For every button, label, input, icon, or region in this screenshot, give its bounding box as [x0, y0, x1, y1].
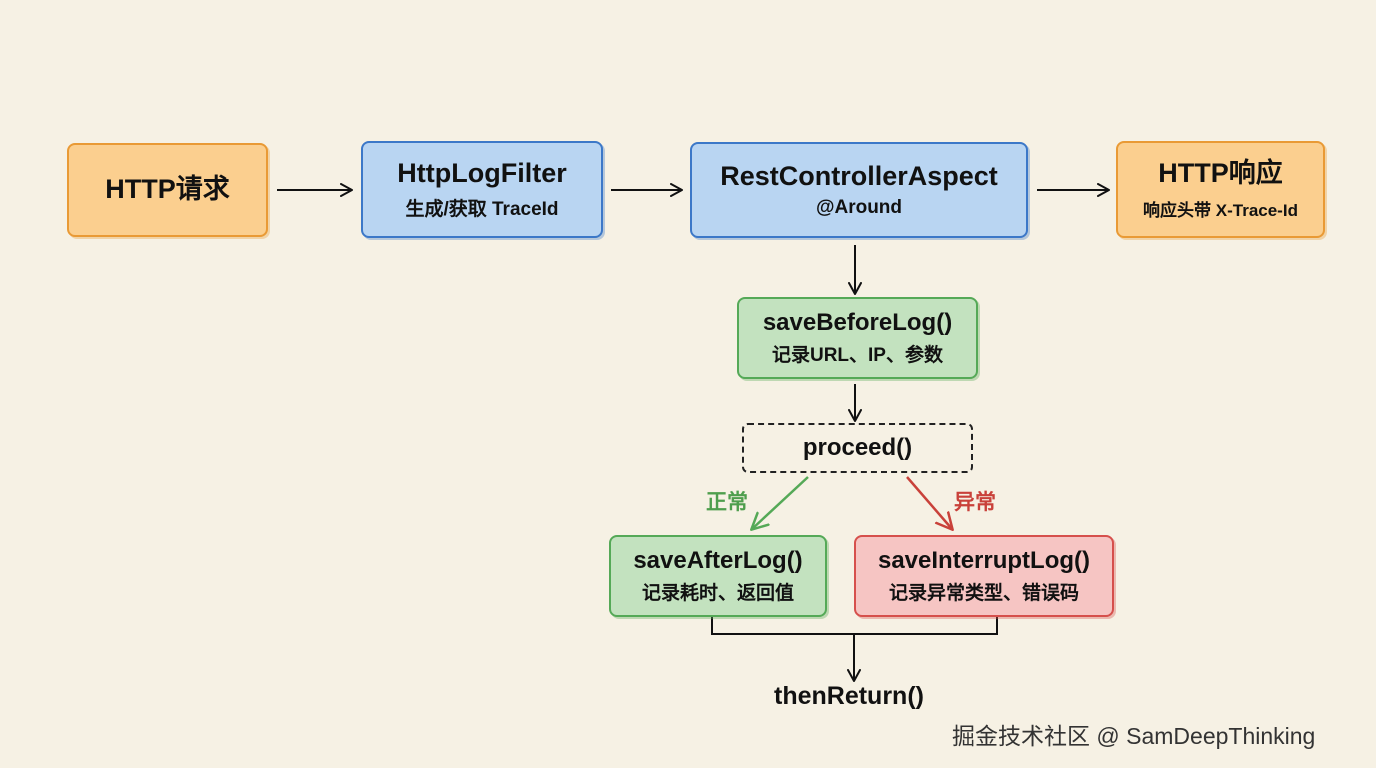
save-interrupt-log-title: saveInterruptLog(): [877, 546, 1090, 574]
rest-controller-aspect-subtitle: @Around: [815, 196, 903, 218]
http-request-node: HTTP请求: [67, 143, 268, 237]
normal-branch-label: 正常: [706, 491, 748, 514]
http-request-title: HTTP请求: [105, 174, 230, 205]
merge-bracket: [711, 617, 998, 635]
save-interrupt-log-subtitle: 记录异常类型、错误码: [888, 583, 1079, 605]
watermark: 掘金技术社区 @ SamDeepThinking: [952, 723, 1316, 749]
rest-controller-aspect-title: RestControllerAspect: [720, 161, 998, 192]
http-response-title: HTTP响应: [1158, 158, 1283, 189]
save-before-log-subtitle: 记录URL、IP、参数: [771, 345, 943, 367]
proceed-title: proceed(): [802, 434, 913, 462]
save-before-log-node: saveBeforeLog() 记录URL、IP、参数: [737, 297, 978, 379]
http-log-filter-subtitle: 生成/获取 TraceId: [405, 198, 559, 220]
http-response-node: HTTP响应 响应头带 X-Trace-Id: [1116, 141, 1325, 238]
save-interrupt-log-node: saveInterruptLog() 记录异常类型、错误码: [854, 535, 1114, 617]
save-after-log-title: saveAfterLog(): [633, 546, 803, 574]
proceed-node: proceed(): [742, 423, 973, 473]
arrow-proceed-to-after-log: [752, 476, 809, 529]
http-log-filter-title: HttpLogFilter: [397, 158, 567, 189]
save-after-log-node: saveAfterLog() 记录耗时、返回值: [609, 535, 827, 617]
save-after-log-subtitle: 记录耗时、返回值: [641, 583, 794, 605]
exception-branch-label: 异常: [954, 491, 996, 514]
arrow-proceed-to-interrupt-log: [906, 476, 952, 529]
then-return-label: thenReturn(): [774, 682, 924, 710]
save-before-log-title: saveBeforeLog(): [762, 308, 953, 336]
http-log-filter-node: HttpLogFilter 生成/获取 TraceId: [361, 141, 603, 238]
http-response-subtitle: 响应头带 X-Trace-Id: [1143, 200, 1298, 220]
rest-controller-aspect-node: RestControllerAspect @Around: [690, 142, 1028, 238]
